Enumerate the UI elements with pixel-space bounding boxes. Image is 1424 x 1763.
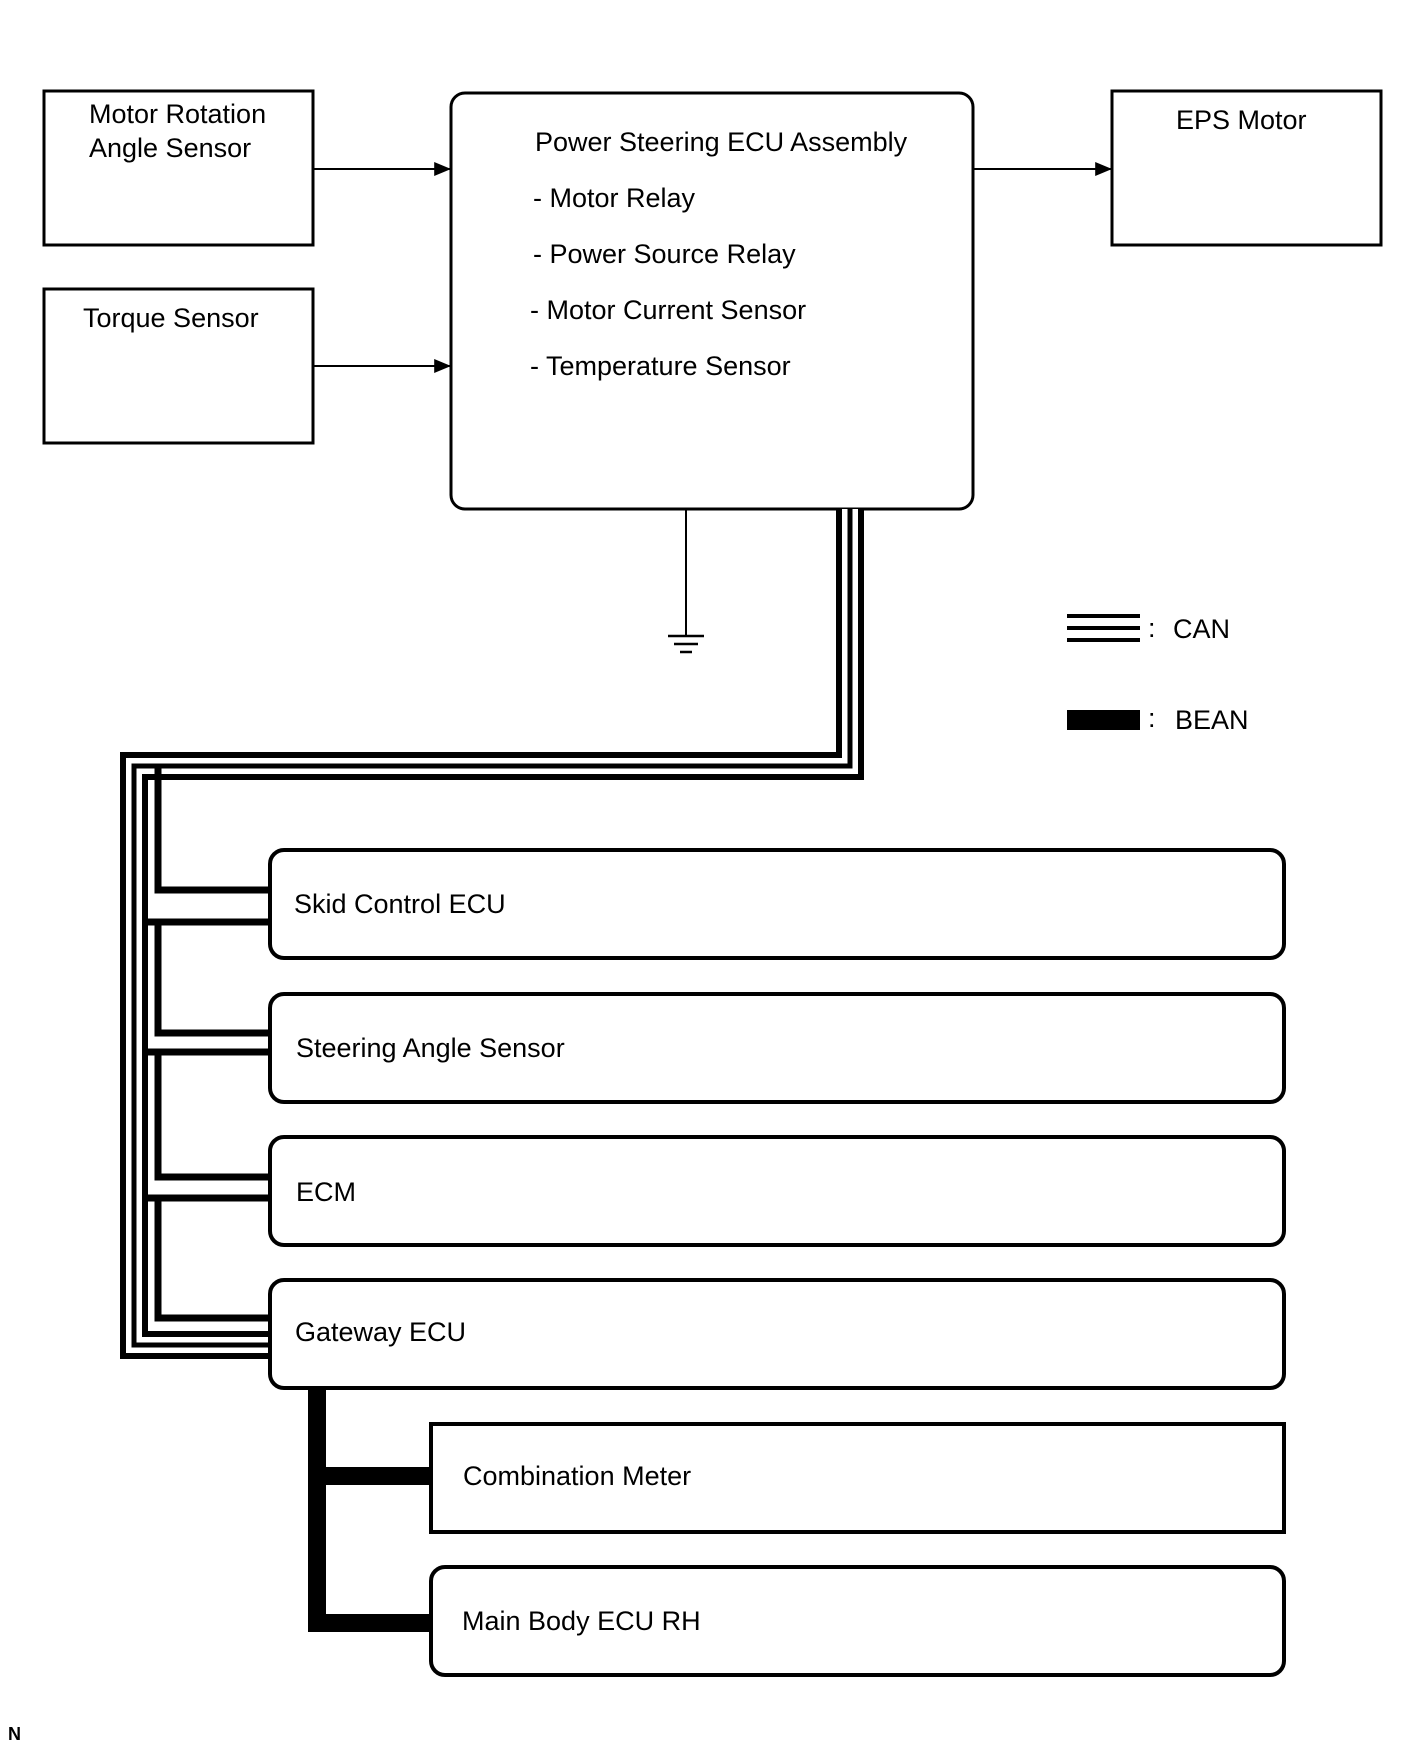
node-steering-angle-sensor: Steering Angle Sensor <box>268 992 1286 1104</box>
node-main-body-ecu-rh: Main Body ECU RH <box>429 1565 1286 1677</box>
can-branch-gateway <box>154 1198 270 1322</box>
ground-symbol-icon <box>668 509 704 654</box>
node-skid-control-ecu: Skid Control ECU <box>268 848 1286 960</box>
can-branch-skid-control <box>146 766 270 926</box>
corner-mark: N <box>8 1724 21 1744</box>
power-steering-ecu-title: Power Steering ECU Assembly <box>535 127 908 157</box>
motor-rotation-label-line1: Motor Rotation <box>89 99 266 129</box>
node-ecm: ECM <box>268 1135 1286 1247</box>
legend-can-line-3 <box>1067 638 1140 642</box>
legend-can-line-2 <box>1067 626 1140 630</box>
legend-bean-separator: : <box>1148 703 1156 733</box>
legend-bean: : BEAN <box>1067 703 1249 735</box>
node-label-gateway-ecu: Gateway ECU <box>295 1317 466 1347</box>
node-label-ecm: ECM <box>296 1177 356 1207</box>
node-label-combination-meter: Combination Meter <box>463 1461 691 1491</box>
node-label-main-body-ecu-rh: Main Body ECU RH <box>462 1606 701 1636</box>
motor-rotation-angle-sensor-block: Motor Rotation Angle Sensor <box>42 89 315 247</box>
legend-bean-bar <box>1067 710 1140 730</box>
eps-motor-label: EPS Motor <box>1176 105 1307 135</box>
legend-bean-label: BEAN <box>1175 705 1249 735</box>
legend-can: : CAN <box>1067 613 1230 644</box>
eps-motor-block: EPS Motor <box>1110 89 1383 247</box>
power-steering-ecu-block: Power Steering ECU Assembly - Motor Rela… <box>449 91 975 511</box>
node-label-steering-angle-sensor: Steering Angle Sensor <box>296 1033 565 1063</box>
legend-can-label: CAN <box>1173 614 1230 644</box>
ecu-item-power-source-relay: - Power Source Relay <box>533 239 796 269</box>
can-branch-ecm <box>146 1052 270 1202</box>
motor-rotation-label-line2: Angle Sensor <box>89 133 251 163</box>
torque-sensor-label: Torque Sensor <box>83 303 259 333</box>
can-bus-trunk <box>120 509 864 1359</box>
legend: : CAN : BEAN <box>1067 613 1249 735</box>
bean-bus <box>308 1387 431 1632</box>
node-gateway-ecu: Gateway ECU <box>268 1278 1286 1390</box>
node-combination-meter: Combination Meter <box>429 1422 1286 1534</box>
ecu-item-temperature-sensor: - Temperature Sensor <box>530 351 791 381</box>
legend-can-line-1 <box>1067 614 1140 618</box>
node-label-skid-control-ecu: Skid Control ECU <box>294 889 506 919</box>
torque-sensor-block: Torque Sensor <box>42 287 315 445</box>
legend-can-separator: : <box>1148 613 1156 643</box>
ecu-item-motor-relay: - Motor Relay <box>533 183 696 213</box>
can-branch-steering-angle <box>146 922 270 1056</box>
ecu-item-motor-current-sensor: - Motor Current Sensor <box>530 295 806 325</box>
